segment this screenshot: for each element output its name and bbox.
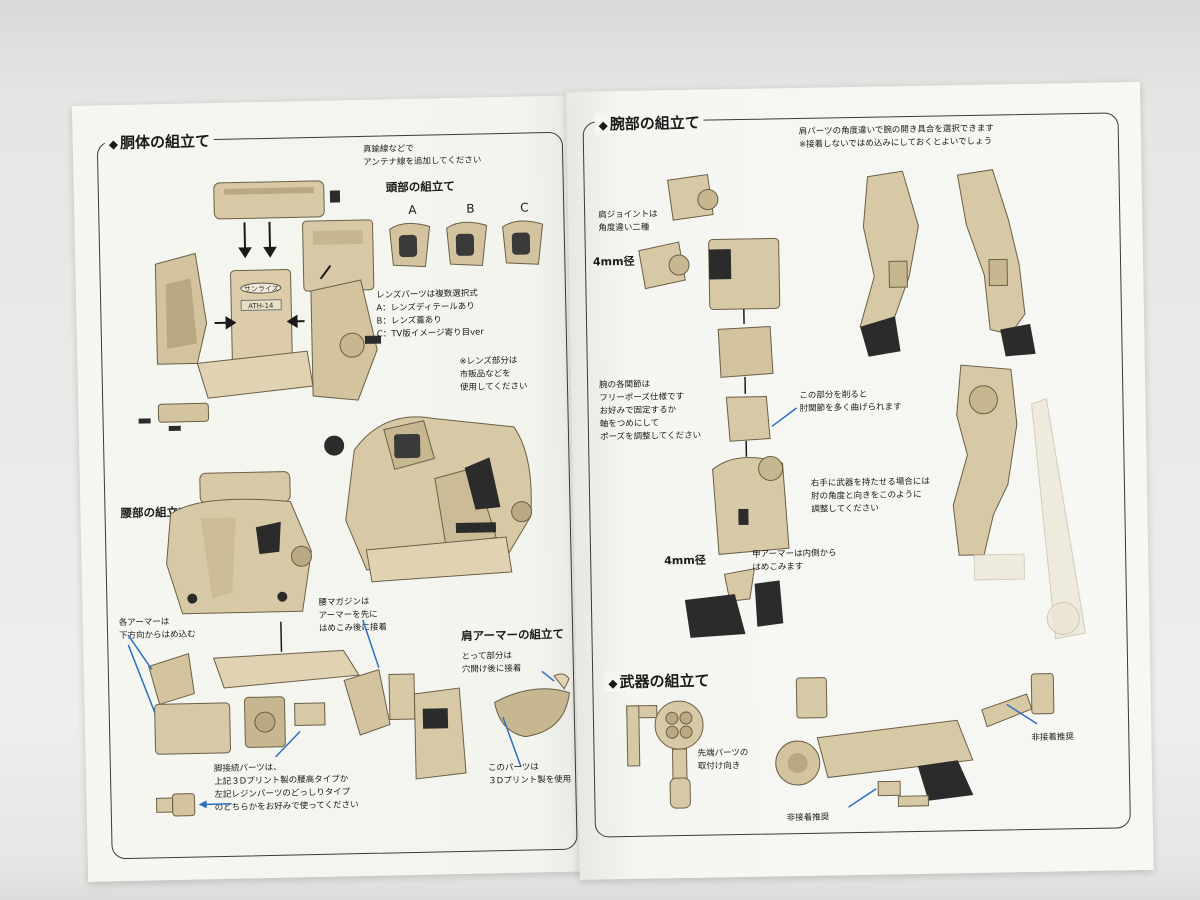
head-variants-illustration bbox=[389, 220, 544, 268]
shoulder-joint-parts bbox=[638, 173, 719, 290]
arm-narrow bbox=[956, 169, 1036, 357]
torso-exploded-illustration: サンライズ ATH-14 bbox=[138, 180, 382, 432]
weapon-tip-illustration bbox=[626, 700, 704, 809]
non-glue-note-2: 非接着推奨 bbox=[786, 812, 830, 824]
shoulder-angle-note: 肩パーツの角度違いで腕の開き具合を選択できます ※接着しないではめ込みにしておく… bbox=[798, 123, 994, 150]
diamond-bullet-icon: ◆ bbox=[108, 137, 119, 152]
instruction-sheet-left: ◆胴体の組立て 真鍮線などで アンテナ線を追加してください サンライズ ATH-… bbox=[72, 95, 587, 882]
tip-orientation-note: 先端パーツの 取付け向き bbox=[697, 747, 749, 772]
shave-note: この部分を削ると 肘関節を多く曲げられます bbox=[799, 389, 902, 414]
cockpit-cover-part bbox=[213, 180, 341, 220]
arm-exploded-illustration bbox=[638, 173, 797, 638]
head-variant-c-label: C bbox=[520, 200, 529, 215]
arm-with-weapon-illustration bbox=[952, 364, 1087, 640]
upper-arm-block bbox=[708, 237, 781, 310]
waist-exploded-illustration bbox=[127, 619, 416, 758]
diameter-label-top: 4mm径 bbox=[592, 254, 635, 269]
arm-section-title: ◆腕部の組立て bbox=[594, 111, 704, 135]
diameter-label-bottom: 4mm径 bbox=[664, 553, 706, 568]
shoulder-armor-section-title: 肩アーマーの組立て bbox=[461, 626, 565, 643]
hand-armor-note: 甲アーマーは内側から はめこみます bbox=[752, 548, 837, 573]
assembled-torso-illustration bbox=[324, 416, 533, 583]
head-variant-c bbox=[502, 220, 544, 265]
torso-section-title: ◆胴体の組立て bbox=[104, 130, 215, 154]
lens-retail-note: ※レンズ部分は 市販品などを 使用してください bbox=[459, 355, 528, 393]
arm-wide-open bbox=[859, 170, 919, 357]
instruction-sheet-right: ◆腕部の組立て 肩パーツの角度違いで腕の開き具合を選択できます ※接着しないでは… bbox=[566, 81, 1154, 880]
resin-leg-connector-part bbox=[156, 793, 232, 817]
weapon-exploded-illustration bbox=[775, 673, 1055, 808]
svg-text:ATH-14: ATH-14 bbox=[248, 302, 274, 311]
head-variant-a bbox=[389, 222, 431, 268]
head-section-title: 頭部の組立て bbox=[385, 179, 455, 195]
lens-options-note: レンズパーツは複数選択式 A：レンズディテールあり B：レンズ蓋あり C：TV版… bbox=[375, 288, 484, 340]
svg-text:サンライズ: サンライズ bbox=[244, 284, 279, 294]
joints-note: 腕の各関節は フリーポーズ仕様です お好みで固定するか 軸をつめにして ポーズを… bbox=[599, 379, 702, 443]
head-variant-b bbox=[446, 221, 488, 266]
diamond-bullet-icon: ◆ bbox=[608, 676, 618, 691]
assembled-arms-illustration bbox=[859, 169, 1036, 357]
shoulder-armor-illustration bbox=[413, 670, 570, 780]
head-variant-a-label: A bbox=[408, 202, 417, 217]
diamond-bullet-icon: ◆ bbox=[598, 118, 608, 133]
head-variant-b-label: B bbox=[466, 201, 475, 216]
print-part-note: このパーツは ３Dプリント製を使用 bbox=[487, 762, 572, 787]
antenna-note: 真鍮線などで アンテナ線を追加してください bbox=[362, 143, 482, 168]
assembled-waist-illustration bbox=[166, 471, 312, 615]
non-glue-note-1: 非接着推奨 bbox=[1031, 732, 1074, 743]
right-hand-weapon-note: 右手に武器を持たせる場合には 肘の角度と向きをこのように 調整してください bbox=[810, 476, 930, 515]
